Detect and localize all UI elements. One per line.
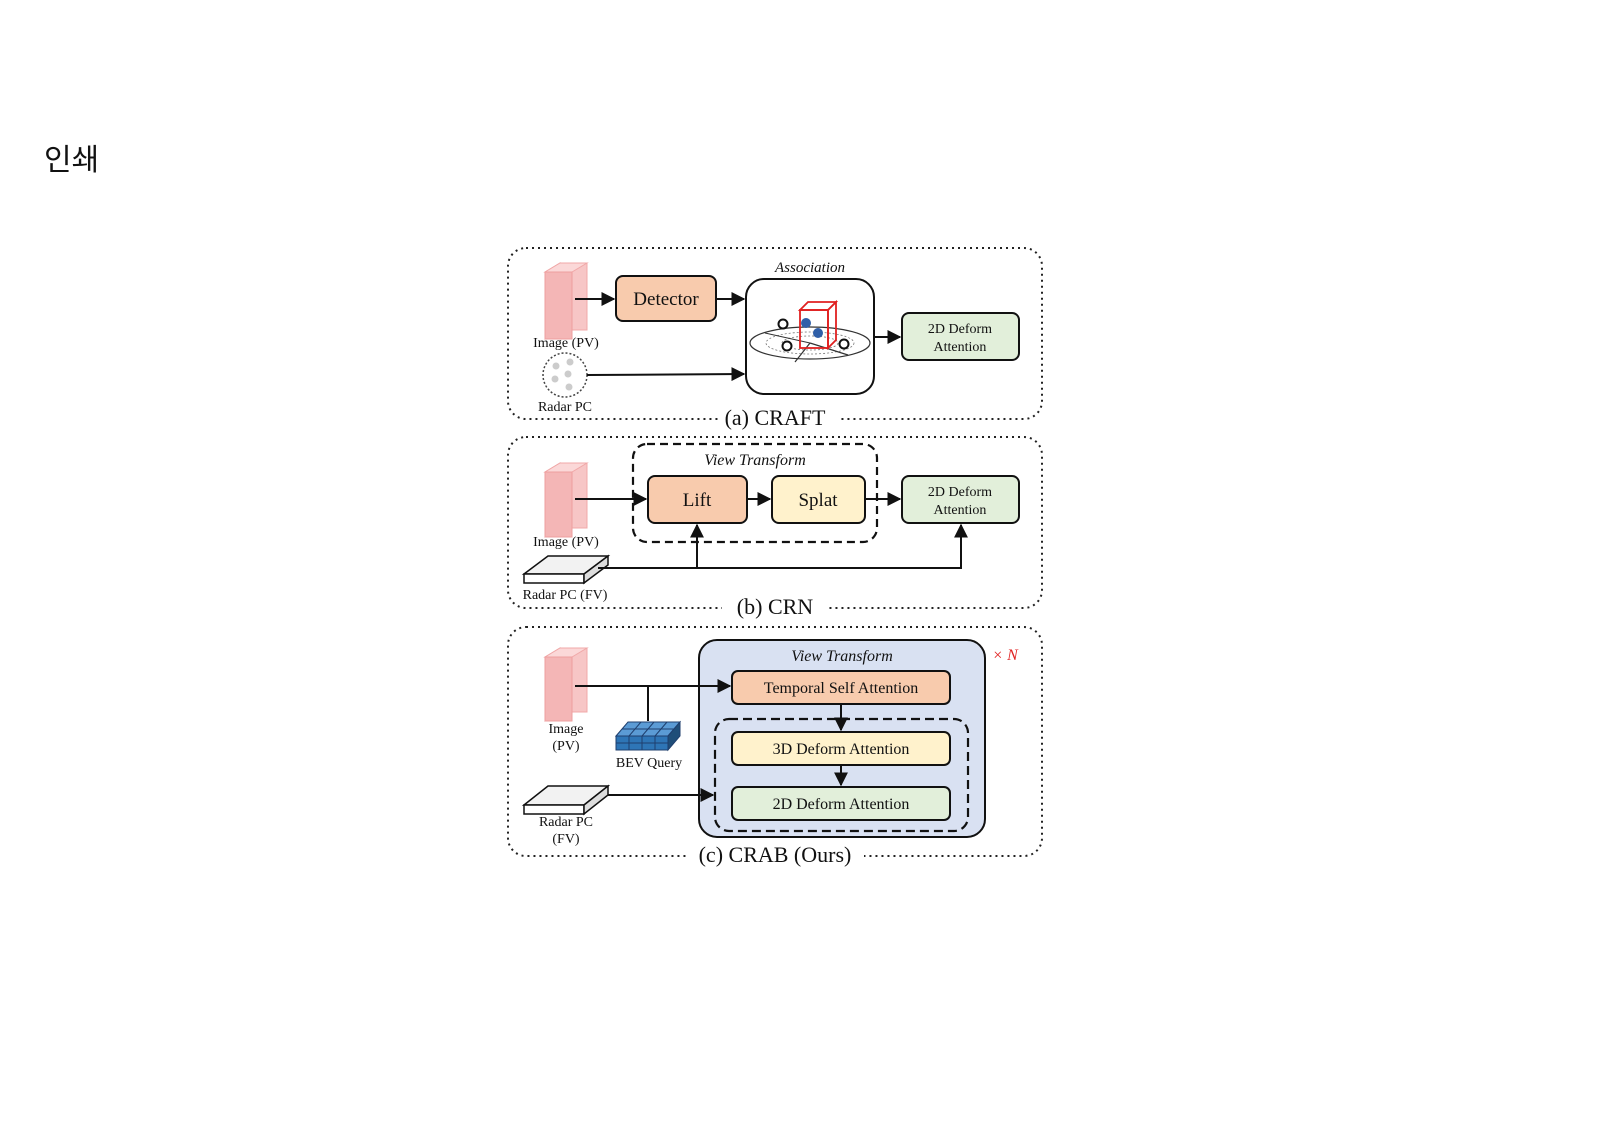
bev-query-icon [614,720,682,752]
deform-attention-box [901,312,1020,361]
panel-b-caption: (b) CRN [737,594,814,619]
deform-2d-attention-box [731,786,951,821]
splat-label: Splat [798,490,838,511]
deform-label-line2: Attention [934,340,987,355]
deform-label-line1: 2D Deform [928,485,992,500]
association-label: Association [774,260,845,276]
panel-b: (b) CRN Image (PV) Radar PC (FV) View Tr… [507,436,1043,621]
radar-plane-icon [521,784,611,816]
radar-pc-icon [542,352,588,398]
radar-label: Radar PC (FV) [523,588,608,603]
image-label-line1: Image [549,722,584,737]
tsa-label: Temporal Self Attention [764,680,918,697]
arrow [586,367,746,382]
association-3d-icon [749,299,871,363]
image-plane-icon [543,262,589,340]
panel-a: (a) CRAFT Image (PV) Radar PC Detector A… [507,247,1043,432]
detector-label: Detector [633,289,699,310]
panel-c-caption: (c) CRAB (Ours) [699,842,852,867]
deform2d-label: 2D Deform Attention [773,796,910,813]
arrow [598,523,968,569]
deform-label-line2: Attention [934,503,987,518]
image-label: Image (PV) [533,535,599,550]
view-transform-box [631,442,879,544]
deform-label-line1: 2D Deform [928,322,992,337]
deform-attention-box [901,475,1020,524]
panel-c: (c) CRAB (Ours) Image (PV) BEV Query [507,626,1043,869]
radar-label-line2: (FV) [552,832,580,847]
panel-a-caption: (a) CRAFT [725,405,826,430]
repeat-label: × N [992,647,1019,664]
header-text: 인쇄 [44,143,100,178]
view-transform-label: View Transform [704,452,806,469]
image-plane-icon [543,462,589,538]
view-transform-label: View Transform [791,648,893,665]
image-label-line2: (PV) [552,739,580,754]
radar-label-line1: Radar PC [539,815,593,830]
radar-plane-icon [521,554,611,585]
bev-query-label: BEV Query [616,756,682,771]
image-plane-icon [543,647,589,722]
deform3d-label: 3D Deform Attention [773,741,910,758]
image-label: Image (PV) [533,336,599,351]
radar-label: Radar PC [538,400,592,415]
lift-label: Lift [683,490,712,511]
